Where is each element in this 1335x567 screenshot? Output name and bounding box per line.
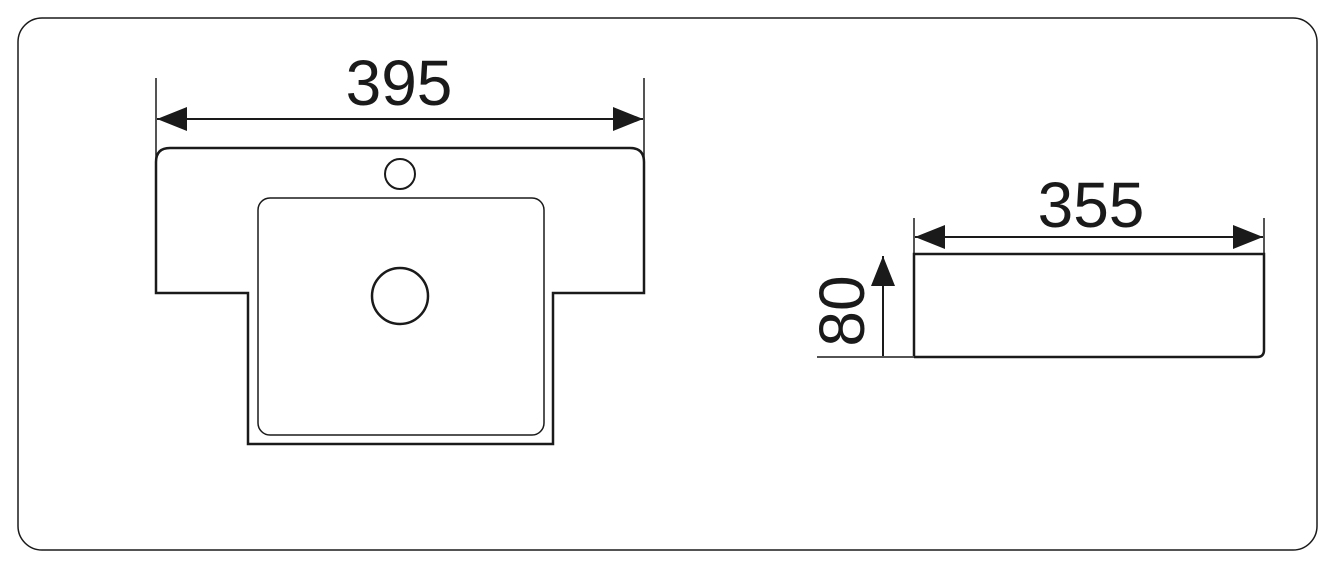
drawing-frame: [17, 17, 1318, 551]
basin-outline: [154, 146, 646, 446]
top-view: 395: [154, 47, 646, 446]
side-profile: [912, 252, 1266, 359]
side-view-width-label: 355: [1038, 169, 1145, 241]
drain-hole: [370, 266, 430, 326]
basin-bowl: [257, 197, 545, 436]
side-view: 355 80: [806, 169, 1266, 359]
side-view-height-label: 80: [806, 275, 878, 346]
top-view-width-label: 395: [346, 47, 453, 119]
tap-hole: [384, 158, 416, 190]
